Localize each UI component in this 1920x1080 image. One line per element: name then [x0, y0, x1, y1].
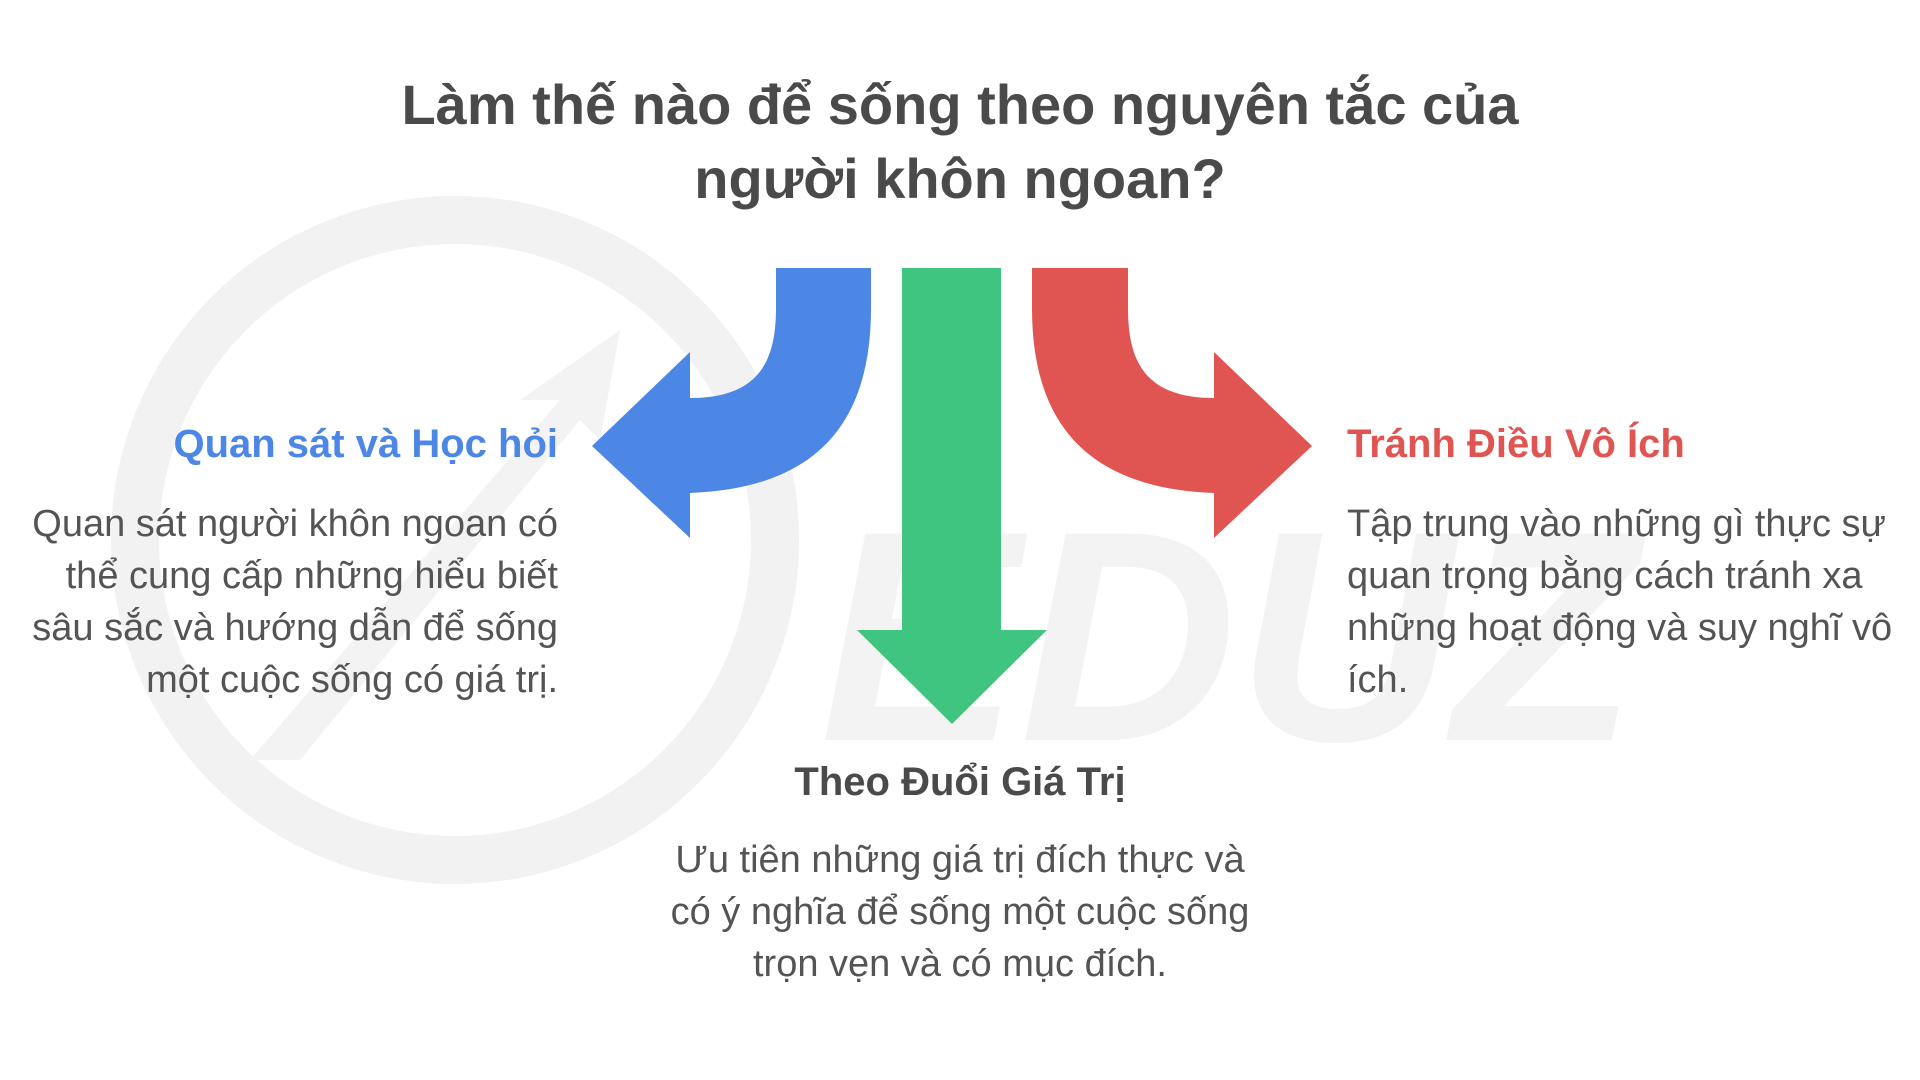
watermark-swoosh-icon	[250, 330, 620, 760]
branch-text-values: Ưu tiên những giá trị đích thực và có ý …	[670, 839, 1250, 985]
branch-text-observe: Quan sát người khôn ngoan có thể cung cấ…	[32, 503, 558, 701]
page-title: Làm thế nào để sống theo nguyên tắc của …	[401, 73, 1519, 210]
branch-text-avoid: Tập trung vào những gì thực sự quan trọn…	[1347, 503, 1893, 701]
watermark-ring	[111, 196, 799, 884]
branch-heading-observe: Quan sát và Học hỏi	[173, 422, 558, 466]
branch-heading-avoid: Tránh Điều Vô Ích	[1347, 422, 1685, 466]
left-arrow-icon	[592, 268, 871, 538]
branch-heading-values: Theo Đuổi Giá Trị	[794, 760, 1126, 804]
right-arrow-icon	[1032, 268, 1312, 538]
down-arrow-icon	[857, 268, 1047, 724]
